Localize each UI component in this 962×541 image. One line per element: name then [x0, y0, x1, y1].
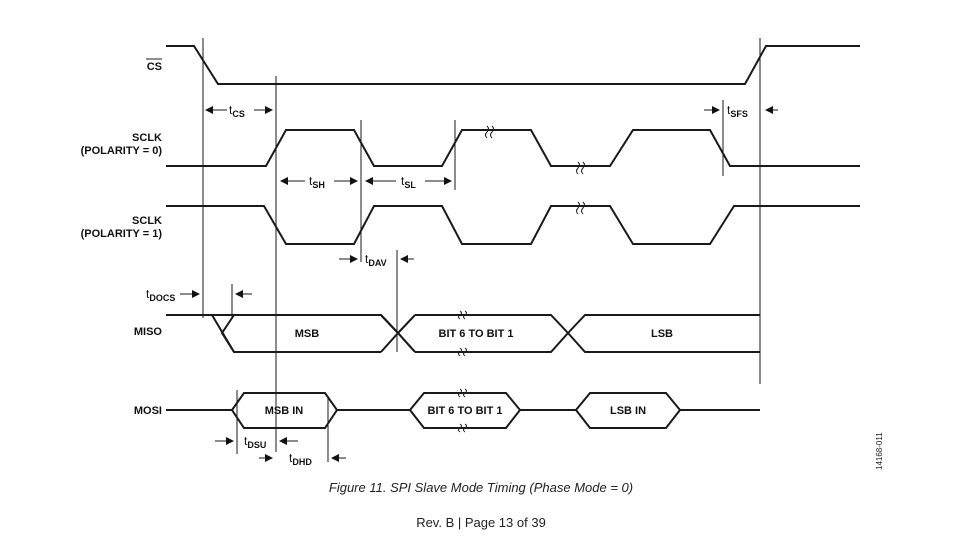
miso-break-mark-top [458, 310, 467, 320]
tsl-label: tSL [401, 174, 416, 190]
miso-waveform [166, 314, 760, 353]
sclk-pol1-label-1: SCLK [132, 215, 162, 227]
sclk-pol1-label-2: (POLARITY = 1) [81, 228, 163, 240]
miso-msb-label: MSB [295, 328, 320, 340]
sclk-pol0-waveform [166, 129, 860, 167]
sclk-pol1-waveform [166, 205, 860, 245]
miso-lsb-label: LSB [651, 328, 673, 340]
sclk-pol0-label-2: (POLARITY = 0) [81, 145, 163, 157]
mosi-lsb-in-label: LSB IN [610, 405, 646, 417]
miso-mid-bits-label: BIT 6 TO BIT 1 [439, 328, 514, 340]
tdhd-label: tDHD [289, 451, 312, 467]
figure-id: 14168-011 [875, 432, 884, 470]
tdocs-label: tDOCS [146, 287, 175, 303]
mosi-msb-in-label: MSB IN [265, 405, 304, 417]
mosi-waveform [166, 392, 760, 429]
tsh-label: tSH [309, 174, 325, 190]
sclk-pol0-label-1: SCLK [132, 132, 162, 144]
cs-label: CS [147, 61, 162, 73]
figure-caption: Figure 11. SPI Slave Mode Timing (Phase … [328, 480, 634, 495]
mosi-break-mark-top [458, 388, 467, 398]
tsh-arrowhead-left [280, 177, 288, 185]
tdav-label: tDAV [365, 252, 387, 268]
mosi-break-mark-bottom [458, 423, 467, 433]
tsfs-label: tSFS [727, 103, 748, 119]
mosi-mid-bits-label: BIT 6 TO BIT 1 [428, 405, 503, 417]
mosi-label: MOSI [134, 405, 162, 417]
miso-break-mark-bottom [458, 347, 467, 357]
sclk-pol1-break-mark [576, 201, 585, 215]
tdsu-label: tDSU [244, 434, 266, 450]
cs-waveform [166, 45, 860, 85]
tcs-label: tCS [229, 103, 245, 119]
sclk-pol0-break-mark-2 [576, 161, 585, 175]
page-footer: Rev. B | Page 13 of 39 [416, 515, 546, 530]
sclk-pol0-break-mark-1 [485, 125, 494, 139]
tsl-arrowhead-left [365, 177, 373, 185]
miso-label: MISO [134, 326, 163, 338]
tcs-arrowhead-left [205, 106, 213, 114]
